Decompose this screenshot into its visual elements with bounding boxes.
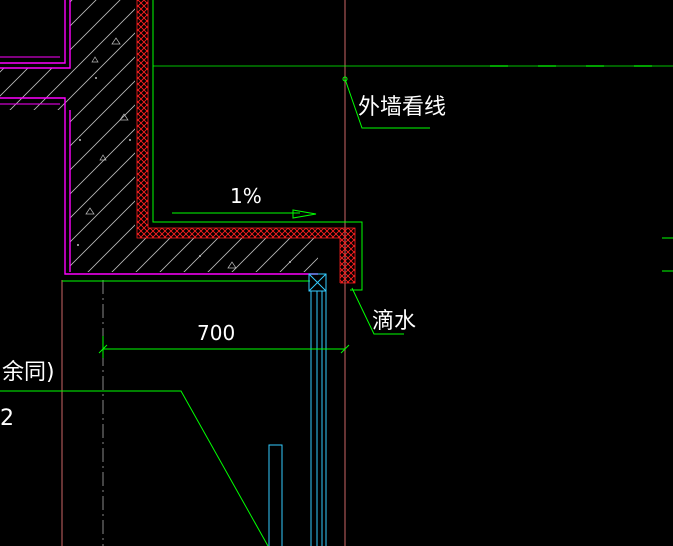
aggregate-mark bbox=[99, 154, 107, 161]
aggregate-mark bbox=[227, 261, 237, 269]
slope-arrow-head bbox=[292, 209, 317, 219]
slope-label: 1% bbox=[230, 184, 262, 208]
drip-leader-line bbox=[351, 287, 404, 335]
aggregate-mark bbox=[85, 207, 95, 215]
aggregate-dot bbox=[199, 255, 201, 257]
window-frame bbox=[268, 273, 327, 546]
aggregate-marks bbox=[85, 37, 237, 269]
drip-label: 滴水 bbox=[372, 309, 416, 334]
aggregate-dot bbox=[289, 261, 291, 263]
aggregate-dot bbox=[129, 139, 131, 141]
window-head-cross bbox=[308, 273, 327, 292]
right-edge-ticks bbox=[662, 237, 673, 272]
dimension-line bbox=[98, 336, 350, 358]
aggregate-dot bbox=[79, 139, 81, 141]
aggregate-mark bbox=[119, 113, 129, 121]
window-lower-frame bbox=[268, 444, 283, 546]
partial-note-label: 2 bbox=[0, 406, 14, 431]
left-wall-stub-outline bbox=[0, 56, 60, 105]
aggregate-mark bbox=[91, 56, 99, 63]
concrete-wall bbox=[0, 0, 318, 275]
aggregate-mark bbox=[111, 37, 121, 45]
note-leader-line bbox=[0, 390, 269, 546]
drip-leader bbox=[351, 287, 404, 335]
aggregate-dot bbox=[95, 77, 97, 79]
leader-origin-dot bbox=[342, 76, 348, 82]
slope-arrow bbox=[172, 209, 317, 219]
dimension-label: 700 bbox=[197, 321, 235, 345]
aggregate-dots bbox=[77, 77, 291, 263]
aggregate-dot bbox=[77, 244, 79, 246]
concrete-wall-fill bbox=[0, 0, 318, 272]
exterior-wall-leader bbox=[342, 76, 430, 129]
insulation-layer bbox=[136, 0, 356, 284]
dimension-tick-right bbox=[340, 344, 350, 354]
exterior-wall-line-label: 外墙看线 bbox=[358, 95, 446, 120]
insulation-outline bbox=[136, 0, 356, 284]
others-same-label: 余同) bbox=[2, 360, 55, 385]
concrete-wall-outline bbox=[0, 0, 318, 275]
finish-layer-outline bbox=[152, 0, 363, 291]
leader-line bbox=[344, 78, 430, 129]
